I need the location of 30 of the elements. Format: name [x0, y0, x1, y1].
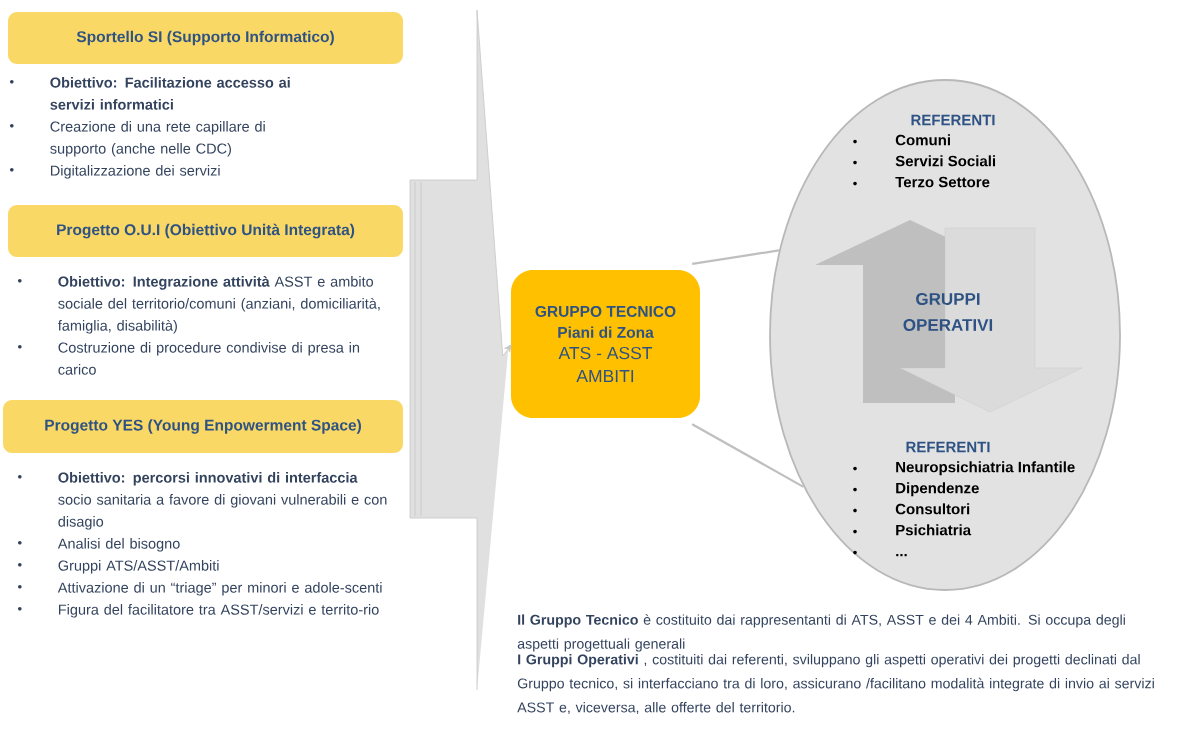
- bullet-item: Figura del facilitatore tra ASST/servizi e territo-rio: [18, 604, 379, 618]
- bullet-item: Creazione di una rete capillare di supporto (anche nelle CDC): [10, 121, 265, 157]
- bullet-item: Dipendenze: [853, 482, 979, 497]
- bullet-item: Obiettivo: Facilitazione accesso ai servizi informatici: [10, 77, 290, 110]
- note-text: Il Gruppo Tecnico è costituito dai rappresentanti di ATS, ASST e dei 4 Ambiti. Si occupa degli aspetti progettuali generali: [517, 614, 1125, 652]
- header-box: Sportello SI (Supporto Informatico): [8, 12, 403, 64]
- bullet-item: Obiettivo: percorsi innovativi di interfaccia socio sanitaria a favore di giovani vulnerabili e con disagio: [18, 472, 387, 530]
- bullet-item: Servizi Sociali: [853, 155, 995, 167]
- bullet-item: Terzo Settore: [853, 176, 990, 188]
- bullet-item: ...: [853, 550, 907, 557]
- bullet-item: Neuropsichiatria Infantile: [853, 461, 1075, 476]
- bullet-item: Psichiatria: [853, 524, 972, 536]
- bullet-item: Obiettivo: Integrazione attività ASST e ambito sociale del territorio/comuni (anziani, domiciliarità, famiglia, disabilità): [18, 275, 380, 334]
- heading: REFERENTI: [906, 441, 990, 453]
- connector-line: [692, 249, 780, 265]
- header-box: Progetto O.U.I (Obiettivo Unità Integrata): [8, 205, 403, 257]
- chevron-arrow: [409, 9, 512, 691]
- note-text: I Gruppi Operativi , costituiti dai referenti, sviluppano gli aspetti operativi dei progetti declinati dal Gruppo tecnico, si interfacciano tra di loro, assicurano /facilitano modalità integrate di invio ai servizi ASST e, viceversa, alle offerte del territorio.: [517, 654, 1154, 715]
- bullet-item: Analisi del bisogno: [18, 538, 180, 552]
- arrows-label: GRUPPI OPERATIVI: [903, 293, 993, 332]
- heading: REFERENTI: [911, 114, 995, 126]
- bullet-item: Attivazione di un “triage” per minori e adole-scenti: [18, 582, 382, 596]
- bullet-item: Costruzione di procedure condivise di presa in carico: [18, 342, 359, 375]
- bullet-item: Consultori: [853, 503, 970, 515]
- bullet-item: Digitalizzazione dei servizi: [10, 165, 220, 179]
- bullet-item: Gruppi ATS/ASST/Ambiti: [18, 560, 219, 574]
- header-box: Progetto YES (Young Enpowerment Space): [3, 400, 403, 453]
- rounded-box: GRUPPO TECNICO Piani di Zona ATS - ASST AMBITI: [511, 270, 700, 418]
- bullet-item: Comuni: [853, 134, 950, 146]
- connector-line: [691, 423, 804, 488]
